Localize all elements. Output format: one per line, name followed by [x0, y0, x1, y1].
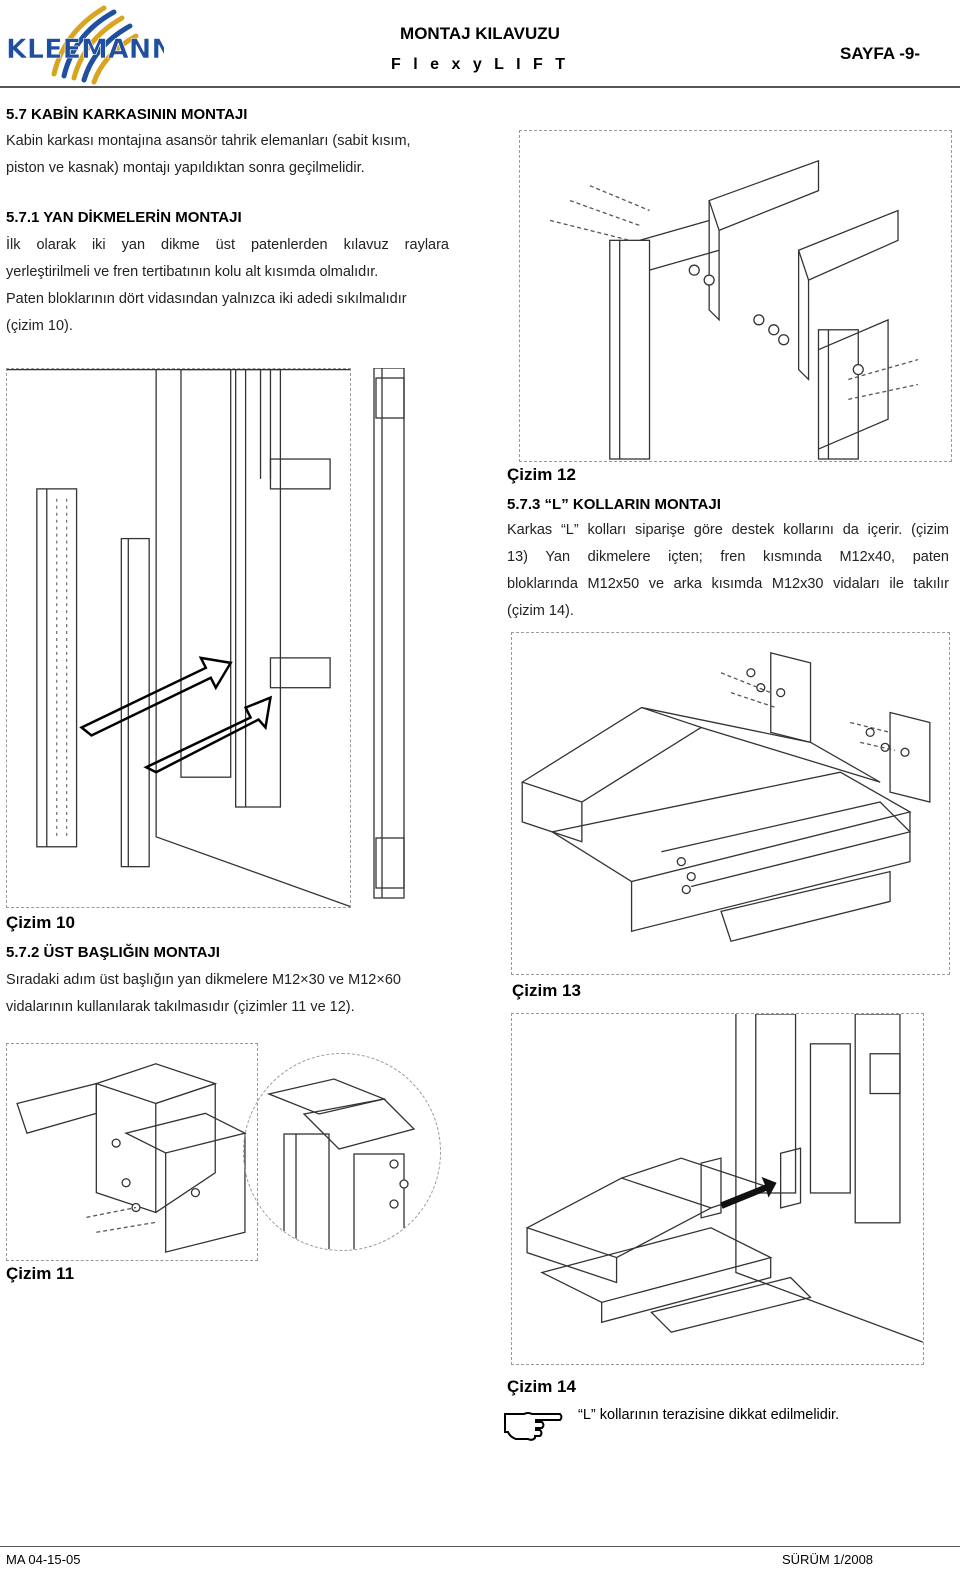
document-code: MA 04-15-05 — [6, 1552, 81, 1567]
figure-10-caption: Çizim 10 — [6, 913, 75, 932]
figure-11-detail-circle — [243, 1053, 441, 1251]
text-line: (çizim 14). — [507, 603, 574, 619]
figure-10-drawing — [6, 368, 351, 908]
figure-14-drawing — [511, 1013, 924, 1365]
figure-11-caption: Çizim 11 — [6, 1264, 75, 1283]
section-5-7-3-text: Karkas “L” kolları siparişe göre destek … — [507, 517, 949, 625]
section-5-7-heading: 5.7 KABİN KARKASININ MONTAJI — [6, 106, 248, 123]
figure-12-caption: Çizim 12 — [507, 465, 576, 484]
text-line: (çizim 10). — [6, 318, 73, 334]
figure-10-rail — [366, 368, 412, 908]
figure-13-drawing — [511, 632, 950, 975]
section-5-7-2-heading: 5.7.2 ÜST BAŞLIĞIN MONTAJI — [6, 944, 220, 961]
header-rule — [0, 86, 960, 88]
figure-11-drawing — [6, 1043, 258, 1261]
note-text: “L” kollarının terazisine dikkat edilmel… — [578, 1407, 840, 1423]
text-line: yerleştirilmeli ve fren tertibatının kol… — [6, 264, 379, 280]
figure-12-drawing — [519, 130, 952, 462]
section-5-7-1-heading: 5.7.1 YAN DİKMELERİN MONTAJI — [6, 209, 242, 226]
figure-13-caption: Çizim 13 — [512, 981, 581, 1000]
kleemann-logo: KLEEMANN — [4, 4, 174, 86]
pointing-hand-icon — [502, 1408, 564, 1442]
section-5-7-3-heading: 5.7.3 “L” KOLLARIN MONTAJI — [507, 496, 721, 513]
text-line: Sıradaki adım üst başlığın yan dikmelere… — [6, 972, 401, 988]
section-5-7-1-text: İlk olarak iki yan dikme üst patenlerden… — [6, 232, 449, 340]
version-label: SÜRÜM 1/2008 — [782, 1552, 874, 1567]
text-line: 13) Yan dikmelere içten; fren kısmında M… — [507, 549, 949, 565]
page-number: SAYFA -9- — [840, 44, 920, 63]
text-line: vidalarının kullanılarak takılmasıdır (ç… — [6, 999, 355, 1015]
document-title: MONTAJ KILAVUZU — [400, 24, 560, 43]
text-line: Paten bloklarının dört vidasından yalnız… — [6, 291, 407, 307]
text-line: bloklarında M12x50 ve arka kısımda M12x3… — [507, 576, 949, 592]
figure-14-caption: Çizim 14 — [507, 1377, 576, 1396]
product-name: F l e x y L I F T — [391, 56, 569, 73]
section-5-7-2-text: Sıradaki adım üst başlığın yan dikmelere… — [6, 967, 451, 1021]
text-line: Kabin karkası montajına asansör tahrik e… — [6, 133, 411, 149]
text-line: İlk olarak iki yan dikme üst patenlerden… — [6, 237, 449, 253]
text-line: Karkas “L” kolları siparişe göre destek … — [507, 522, 949, 538]
svg-text:KLEEMANN: KLEEMANN — [6, 34, 164, 65]
text-line: piston ve kasnak) montajı yapıldıktan so… — [6, 160, 365, 176]
footer-rule — [0, 1546, 960, 1547]
section-5-7-text: Kabin karkası montajına asansör tahrik e… — [6, 128, 451, 182]
